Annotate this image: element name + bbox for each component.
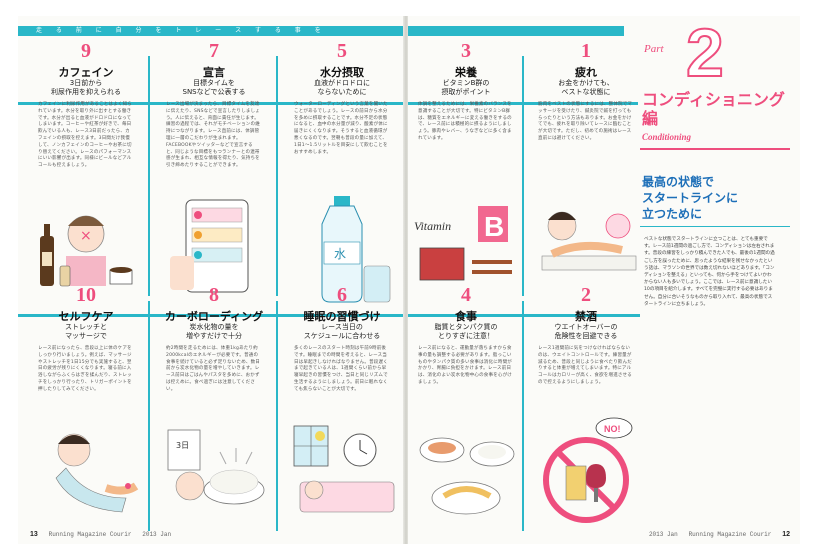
tip-body: レース前になると、運動量が落ちますから食事の量も調整する必要があります。脂っこい… bbox=[418, 346, 512, 385]
part-label: Part bbox=[644, 43, 664, 55]
tip-body: レース出場が決まったら、目標タイムを友達に伝えたり、SNSなどで宣言したりしまし… bbox=[166, 102, 261, 169]
connector-vertical bbox=[276, 56, 278, 296]
magazine-title: Running Magazine Courir bbox=[48, 531, 132, 538]
tip-card-nutrition: 3 栄養 ビタミンB群の 摂取がポイント 体調を整えるためには、栄養素のバランス… bbox=[410, 40, 522, 296]
divider bbox=[640, 226, 790, 227]
tip-body: 体調を整えるためには、栄養素のバランスを意識することが大切です。特にビタミンB群… bbox=[418, 102, 512, 141]
tip-title: 食事 bbox=[455, 310, 477, 323]
connector-vertical bbox=[148, 301, 150, 531]
sns-illustration bbox=[170, 199, 249, 293]
tip-card-fatigue: 1 疲れ お金をかけても、 ベストな状態に 筋肉をベストの状態にするには、整体院… bbox=[530, 40, 642, 296]
right-page: 3 栄養 ビタミンB群の 摂取がポイント 体調を整えるためには、栄養素のバランス… bbox=[408, 16, 800, 544]
page-number: 12 bbox=[782, 531, 790, 538]
lead-body: ベストな状態でスタートラインに立つことは、とても重要です。レース前1週間の過ごし… bbox=[644, 237, 775, 307]
tip-title: 禁酒 bbox=[575, 310, 597, 323]
massage-illustration bbox=[541, 211, 637, 271]
left-footer: 13 Running Magazine Courir 2013 Jan bbox=[30, 531, 171, 538]
tip-number: 8 bbox=[209, 284, 219, 306]
tip-body: 多くのレースのスタート時刻は午前9時前後です。睡眠までの時間を考えると、レース当… bbox=[294, 346, 388, 392]
magazine-title: Running Magazine Courir bbox=[688, 531, 772, 538]
lead-title: 最高の状態で スタートラインに 立つために bbox=[642, 175, 739, 221]
tip-subtitle: ストレッチと マッサージで bbox=[65, 323, 107, 340]
svg-text:B: B bbox=[484, 211, 504, 242]
tip-title: 栄養 bbox=[455, 66, 477, 79]
tip-body: レース1週間前に気をつけなければならないのは、ウエイトコントロールです。練習量が… bbox=[538, 346, 632, 385]
part-number: 2 bbox=[685, 16, 725, 91]
tip-card-declaration: 7 宣言 目標タイムを SNSなどで公表する レース出場が決まったら、目標タイム… bbox=[158, 40, 270, 296]
issue-date: 2013 Jan bbox=[648, 531, 678, 538]
selfcare-illustration bbox=[55, 433, 139, 513]
tip-subtitle: 目標タイムを SNSなどで公表する bbox=[182, 79, 246, 96]
tip-card-no-alcohol: 2 禁酒 ウエイトオーバーの 危険性を回避できる レース1週間前に気をつけなけれ… bbox=[530, 284, 642, 540]
page-number: 13 bbox=[30, 531, 38, 538]
tip-title: 宣言 bbox=[203, 66, 225, 79]
tip-number: 1 bbox=[581, 40, 591, 62]
svg-text:水: 水 bbox=[334, 247, 346, 261]
tip-body: カフェインに利尿作用があることはよく知られています。水分を取り外に出すとする働き… bbox=[38, 102, 132, 169]
tip-title: 睡眠の習慣づけ bbox=[303, 310, 381, 323]
svg-text:×: × bbox=[80, 228, 92, 244]
tip-title: カーボローディング bbox=[164, 310, 264, 323]
tip-card-caffeine: 9 カフェイン 3日前から 利尿作用を抑えられる カフェインに利尿作用があること… bbox=[30, 40, 142, 296]
rice-illustration: 3日 bbox=[167, 429, 265, 505]
caffeine-illustration: × bbox=[40, 215, 133, 287]
top-band: 走 る 前 に 自 分 を ト レ ー ス す る 事 を bbox=[18, 26, 406, 36]
tip-number: 7 bbox=[209, 40, 219, 62]
svg-text:Vitamin: Vitamin bbox=[414, 219, 451, 233]
tip-body: 約2時間を走るためには、体重1kgあたり約2000kcalのエネルギーが必要です… bbox=[166, 346, 260, 392]
left-page: 走 る 前 に 自 分 を ト レ ー ス す る 事 を 9 カフェイン 3日… bbox=[18, 16, 407, 544]
tip-subtitle: お金をかけても、 ベストな状態に bbox=[558, 79, 614, 96]
top-band bbox=[408, 26, 624, 36]
connector-line-bottom bbox=[408, 314, 640, 317]
sleep-illustration bbox=[293, 425, 395, 513]
tip-title: セルフケア bbox=[58, 310, 114, 323]
svg-text:NO!: NO! bbox=[604, 424, 621, 434]
tip-body: 筋肉をベストの状態にするには、整体院でマッサージを受けたり、鍼灸院で鍼を打っても… bbox=[538, 102, 633, 141]
food-illustration bbox=[419, 437, 515, 515]
svg-text:3日: 3日 bbox=[176, 441, 189, 450]
tip-card-carbo-loading: 8 カーボローディング 炭水化物の量を 増やすだけで十分 約2時間を走るためには… bbox=[158, 284, 270, 540]
tip-card-hydration: 5 水分摂取 血液がドロドロに ならないために ウォーターローディングという言葉… bbox=[286, 40, 398, 303]
connector-vertical bbox=[522, 301, 524, 531]
right-footer: 2013 Jan Running Magazine Courir 12 bbox=[649, 531, 790, 538]
spine-fold bbox=[403, 16, 409, 544]
vitamin-illustration: Vitamin B bbox=[414, 206, 512, 281]
tip-subtitle: ビタミンB群の 摂取がポイント bbox=[441, 79, 491, 96]
tip-number: 3 bbox=[461, 40, 471, 62]
tip-number: 6 bbox=[337, 284, 347, 306]
section-subtitle: Conditioning bbox=[642, 132, 692, 142]
connector-line-top bbox=[18, 102, 406, 105]
tip-card-meal: 4 食事 脂質とタンパク質の とりすぎに注意！ レース前になると、運動量が落ちま… bbox=[410, 284, 522, 540]
tip-number: 2 bbox=[581, 284, 591, 306]
tip-body: レース前になったら、普段以上に体のケアをしっかり行いましょう。例えば、マッサージ… bbox=[38, 346, 132, 392]
tip-subtitle: 3日前から 利尿作用を抑えられる bbox=[51, 79, 121, 96]
tip-title: 疲れ bbox=[575, 66, 597, 79]
tip-body: ウォーターローディングという言葉を聞いたことがあるでしょう。レースの前日から水分… bbox=[294, 102, 388, 155]
connector-vertical bbox=[148, 56, 150, 296]
water-bottle-illustration: 水 bbox=[321, 196, 391, 303]
top-band-text: 走 る 前 に 自 分 を ト レ ー ス す る 事 を bbox=[36, 27, 327, 34]
tip-subtitle: 炭水化物の量を 増やすだけで十分 bbox=[186, 323, 242, 340]
tip-card-sleep: 6 睡眠の習慣づけ レース当日の スケジュールに合わせる 多くのレースのスタート… bbox=[286, 284, 398, 540]
tip-subtitle: レース当日の スケジュールに合わせる bbox=[303, 323, 381, 340]
tip-subtitle: ウエイトオーバーの 危険性を回避できる bbox=[554, 323, 618, 340]
section-title: コンディショニング編 bbox=[642, 90, 785, 128]
connector-vertical bbox=[522, 56, 524, 296]
tip-subtitle: 脂質とタンパク質の とりすぎに注意！ bbox=[434, 323, 498, 340]
tip-title: カフェイン bbox=[58, 66, 114, 79]
issue-date: 2013 Jan bbox=[142, 531, 172, 538]
tip-title: 水分摂取 bbox=[320, 66, 364, 79]
no-alcohol-illustration: NO! bbox=[543, 417, 633, 523]
tip-number: 9 bbox=[81, 40, 91, 62]
divider bbox=[640, 148, 790, 150]
tip-card-selfcare: 10 セルフケア ストレッチと マッサージで レース前になったら、普段以上に体の… bbox=[30, 284, 142, 540]
tip-number: 10 bbox=[76, 284, 96, 306]
tip-subtitle: 血液がドロドロに ならないために bbox=[314, 79, 370, 96]
connector-line-bottom bbox=[18, 314, 406, 317]
tip-number: 5 bbox=[337, 40, 347, 62]
tip-number: 4 bbox=[461, 284, 471, 306]
connector-vertical bbox=[276, 301, 278, 531]
